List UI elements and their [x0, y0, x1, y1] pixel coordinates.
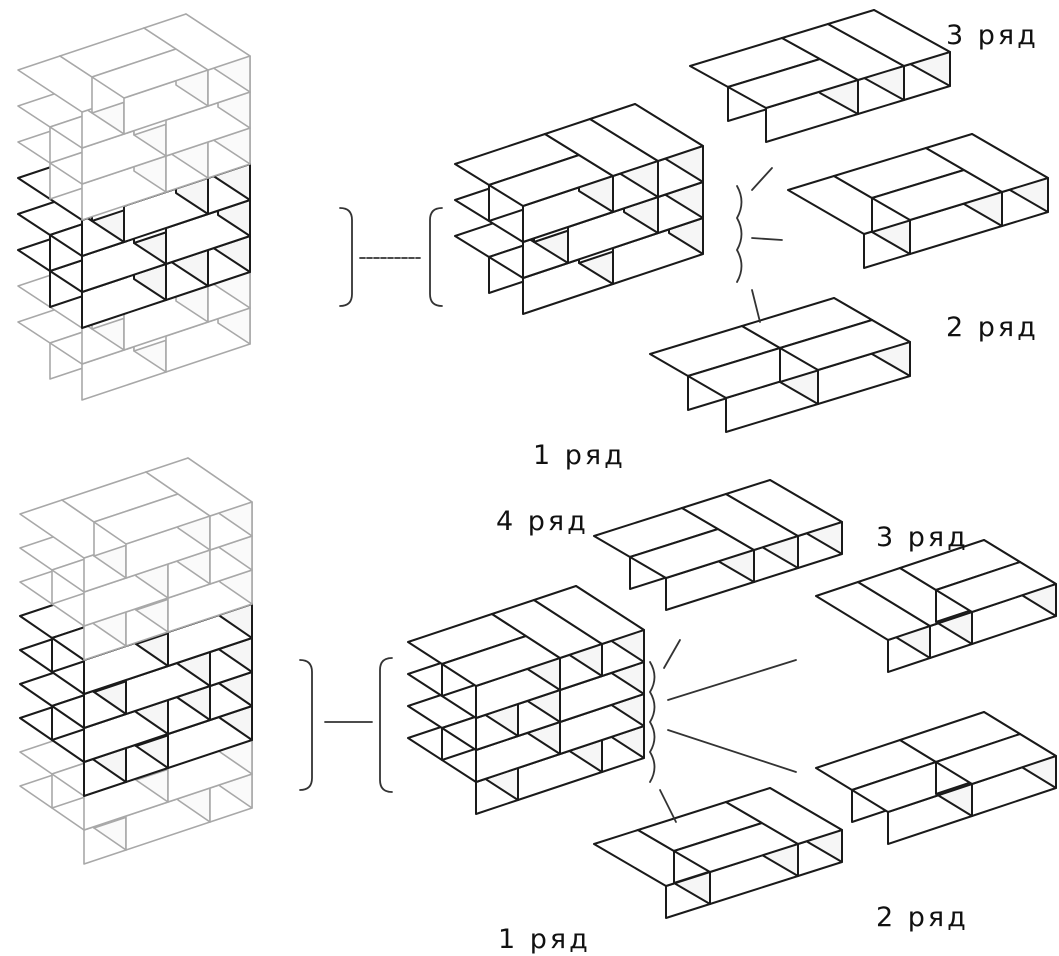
label-a-course-3: 3 ряд [946, 20, 1039, 51]
label-b-course-3: 3 ряд [876, 522, 969, 553]
label-a-course-2: 2 ряд [946, 312, 1039, 343]
stack-a [455, 104, 703, 314]
leader-b-3 [668, 660, 796, 700]
label-a-course-1: 1 ряд [533, 440, 626, 471]
course-a-3 [690, 10, 950, 142]
label-b-course-1: 1 ряд [498, 924, 591, 955]
course-b-4 [594, 480, 842, 610]
leader-b-2 [668, 730, 796, 772]
course-a-1 [650, 298, 910, 432]
bracket-b-pillar [300, 660, 312, 790]
course-b-2 [816, 712, 1056, 844]
pillar-b [20, 458, 252, 864]
leader-b-4 [664, 640, 680, 668]
pillar-a [18, 14, 250, 400]
label-b-course-2: 2 ряд [876, 902, 969, 933]
bracket-a-pillar [340, 208, 352, 306]
leader-a-1 [752, 290, 760, 322]
leader-a-3 [752, 168, 772, 190]
leader-a-2 [752, 238, 782, 240]
leader-b-1 [660, 790, 676, 822]
bracket-b-stack [380, 658, 392, 792]
bracket-a-stack [430, 208, 442, 306]
course-b-1 [594, 788, 842, 918]
stack-b [408, 586, 644, 814]
course-a-2 [788, 134, 1048, 268]
scallops-a [737, 186, 742, 282]
label-b-course-4: 4 ряд [496, 506, 589, 537]
scallops-b [650, 662, 655, 782]
course-b-3 [816, 540, 1056, 672]
